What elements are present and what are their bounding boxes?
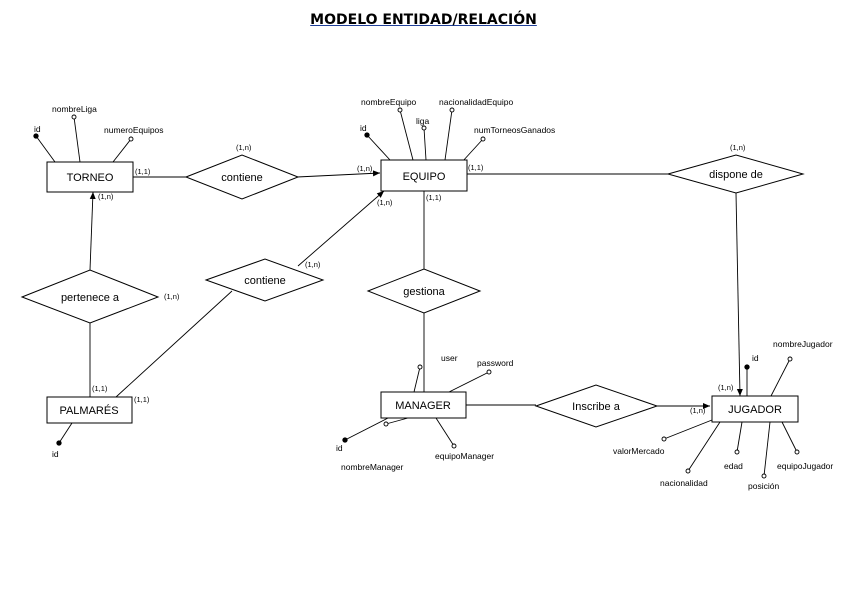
attr-manager-equipo: equipoManager [435,451,494,461]
attr-torneo-numeroequipos: numeroEquipos [104,125,164,135]
attr-equipo-nombreequipo: nombreEquipo [361,97,417,107]
card-palmares-top: (1,1) [92,384,108,393]
line-dispone-jugador [735,192,743,397]
card-equipo-left: (1,n) [357,164,373,173]
diagram-title: MODELO ENTIDAD/RELACIÓN [310,12,537,28]
rel-gestiona: gestiona [366,268,482,314]
entity-jugador-label: JUGADOR [728,404,782,416]
attr-manager-id: id [336,443,343,453]
rel-dispone-de: dispone de [666,154,805,194]
rel-contiene-1-label: contiene [221,172,263,184]
entity-torneo-label: TORNEO [67,172,114,184]
attr-manager-nombre: nombreManager [341,462,404,472]
entity-equipo: EQUIPO [380,159,468,192]
entity-palmares-label: PALMARÉS [59,404,118,417]
cardinality-labels: (1,1) (1,n) (1,n) (1,1) (1,n) (1,n) (1,n… [92,143,746,415]
rel-gestiona-label: gestiona [403,286,445,298]
card-contiene-top: (1,n) [236,143,252,152]
entity-equipo-label: EQUIPO [403,171,446,183]
rel-inscribe-a: Inscribe a [534,384,659,428]
entity-torneo: TORNEO [46,161,134,193]
entity-palmares: PALMARÉS [46,396,133,424]
rel-dispone-de-label: dispone de [709,169,763,181]
rel-pertenece-a: pertenece a [20,269,160,324]
attr-equipo-id: id [360,123,367,133]
line-pertenece-torneo [89,191,96,271]
card-torneo-contiene: (1,1) [135,167,151,176]
card-contiene2-right: (1,n) [305,260,321,269]
card-jugador-left: (1,n) [690,406,706,415]
attr-torneo-id: id [34,124,41,134]
card-equipo-bottom: (1,1) [426,193,442,202]
attr-equipo-numtorneos: numTorneosGanados [474,125,555,135]
attribute-labels: id nombreLiga numeroEquipos id nombreEqu… [34,97,833,491]
attr-jugador-nacionalidad: nacionalidad [660,478,708,488]
card-equipo-bottom-left: (1,n) [377,198,393,207]
attr-jugador-nombre: nombreJugador [773,339,833,349]
attr-jugador-id: id [752,353,759,363]
attr-equipo-nacionalidad: nacionalidadEquipo [439,97,513,107]
rel-contiene-2-label: contiene [244,275,286,287]
entity-manager-label: MANAGER [395,400,451,412]
card-palmares-right: (1,1) [134,395,150,404]
line-palmares-contiene2 [115,290,233,398]
rel-pertenece-a-label: pertenece a [61,292,120,304]
attr-equipo-liga: liga [416,116,430,126]
rel-contiene-2: contiene [204,258,325,302]
line-contiene-equipo [296,170,381,178]
attr-jugador-edad: edad [724,461,743,471]
card-dispone-top: (1,n) [730,143,746,152]
attr-manager-password: password [477,358,514,368]
card-jugador-top: (1,n) [718,383,734,392]
card-pertenece-right: (1,n) [164,292,180,301]
entity-manager: MANAGER [380,391,467,419]
attribute-connectors [33,107,800,479]
attr-jugador-valor: valorMercado [613,446,665,456]
card-torneo-bottom: (1,n) [98,192,114,201]
attr-jugador-equipo: equipoJugador [777,461,833,471]
rel-contiene-1: contiene [184,154,300,200]
attr-torneo-nombreliga: nombreLiga [52,104,97,114]
relationship-lines [89,170,743,409]
entity-jugador: JUGADOR [711,395,799,423]
card-equipo-right: (1,1) [468,163,484,172]
rel-inscribe-a-label: Inscribe a [572,401,621,413]
attr-jugador-posicion: posición [748,481,779,491]
attr-palmares-id: id [52,449,59,459]
line-contiene2-equipo [297,190,385,267]
attr-manager-user: user [441,353,458,363]
